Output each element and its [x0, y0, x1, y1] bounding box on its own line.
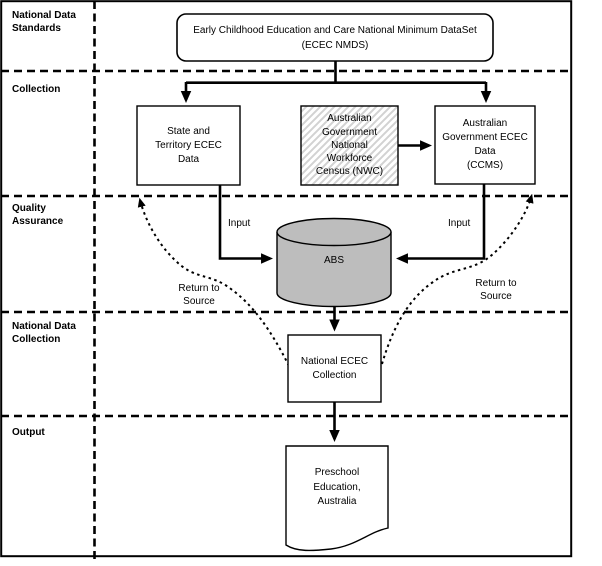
lane-label-output: Output	[12, 427, 45, 438]
nmds-rounded-box	[176, 13, 494, 62]
input-right-arrow	[396, 184, 486, 264]
lane-label-quality-assurance: Quality Assurance	[12, 203, 64, 227]
return-to-source-right-label: Return to Source	[475, 278, 517, 302]
return-to-source-left-arrow	[137, 197, 290, 367]
output-document-label: Preschool Education, Australia	[313, 467, 361, 508]
output-document-shape	[285, 445, 389, 552]
nwc-box-label: Australian Government National Workforce…	[315, 113, 384, 178]
input-left-label: Input	[228, 218, 251, 229]
lane-label-collection: Collection	[12, 84, 61, 95]
national-collection-box-label: National ECEC Collection	[300, 355, 369, 381]
lane-label-national-data-standards: National Data Standards	[12, 10, 76, 34]
national-collection-box	[287, 334, 382, 403]
nwc-hatched-box	[300, 105, 399, 186]
state-territory-box	[136, 105, 241, 186]
input-left-arrow	[218, 185, 273, 264]
state-territory-box-label: State and Territory ECEC Data	[155, 125, 222, 165]
abs-cylinder-body	[276, 232, 392, 308]
nmds-split-connector	[186, 61, 486, 84]
lane-label-national-data-collection: National Data Collection	[12, 321, 76, 345]
input-right-label: Input	[448, 218, 471, 229]
return-to-source-right-arrow	[381, 193, 534, 365]
nmds-box-label: Early Childhood Education and Care Natio…	[193, 24, 477, 51]
diagram-frame	[0, 0, 573, 558]
ccms-box-label: Australian Government ECEC Data (CCMS)	[442, 118, 528, 171]
return-to-source-left-label: Return to Source	[178, 283, 220, 307]
abs-cylinder-label: ABS	[323, 255, 344, 266]
ccms-box	[434, 105, 536, 185]
abs-cylinder-top	[276, 217, 392, 247]
